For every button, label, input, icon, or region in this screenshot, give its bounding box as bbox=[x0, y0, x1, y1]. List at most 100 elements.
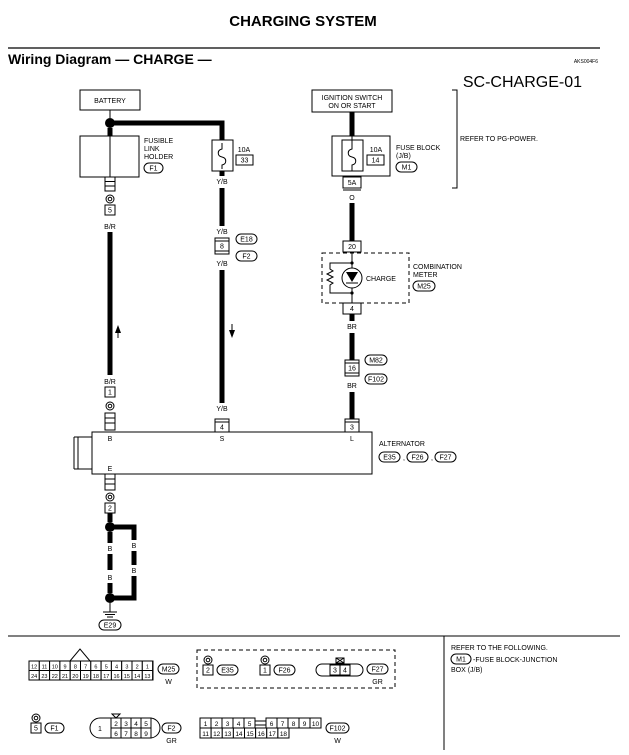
meter-label-2: METER bbox=[413, 272, 438, 279]
f2-pin-9: 9 bbox=[144, 731, 148, 738]
f102-pin-15: 15 bbox=[246, 731, 254, 738]
current-arrow-down bbox=[229, 330, 235, 338]
f102-pin-6: 6 bbox=[270, 721, 274, 728]
ignition-label-1: IGNITION SWITCH bbox=[322, 95, 383, 102]
wire-br-2: BR bbox=[347, 383, 357, 390]
refer-following-3: BOX (J/B) bbox=[451, 667, 483, 674]
f102-pin-17: 17 bbox=[269, 731, 277, 738]
m25-pin-19: 19 bbox=[83, 674, 89, 680]
power-bracket bbox=[452, 89, 458, 189]
e35-pin: 2 bbox=[206, 668, 210, 675]
f2-pin-8: 8 bbox=[134, 731, 138, 738]
diagram-id: SC-CHARGE-01 bbox=[463, 74, 582, 91]
wire-b-4: B bbox=[108, 575, 113, 582]
fuse-block-label-1: FUSE BLOCK bbox=[396, 145, 441, 152]
f27-color: GR bbox=[372, 679, 383, 686]
wire-yb-2: Y/B bbox=[216, 229, 228, 236]
f102-pin-12: 12 bbox=[213, 731, 221, 738]
alt-pin-e: E bbox=[108, 466, 113, 473]
wire-br-top: B/R bbox=[104, 224, 116, 231]
alt-conn-pin-1: 1 bbox=[108, 390, 112, 397]
f102-pin-7: 7 bbox=[281, 721, 285, 728]
m25-pin-22: 22 bbox=[52, 674, 58, 680]
battery-label: BATTERY bbox=[94, 98, 126, 105]
m25-pin-3: 3 bbox=[125, 664, 128, 670]
m25-color: W bbox=[165, 679, 172, 686]
m25-ref: M25 bbox=[162, 667, 176, 674]
m25-pin-23: 23 bbox=[41, 674, 47, 680]
fuse-33-number: 33 bbox=[241, 158, 249, 165]
f102-pin-9: 9 bbox=[303, 721, 307, 728]
refer-following-ref: M1 bbox=[456, 657, 466, 664]
meter-pin-20: 20 bbox=[348, 244, 356, 251]
m25-pin-11: 11 bbox=[42, 664, 48, 670]
page-title: CHARGING SYSTEM bbox=[229, 13, 377, 30]
m25-pin-10: 10 bbox=[52, 664, 58, 670]
f102-pin-8: 8 bbox=[292, 721, 296, 728]
m25-pin-9: 9 bbox=[64, 664, 67, 670]
f102-pin-1: 1 bbox=[204, 721, 208, 728]
alt-pin-b: B bbox=[108, 436, 113, 443]
f102-face-color: W bbox=[334, 738, 341, 745]
ground-splice-bottom bbox=[105, 593, 115, 603]
f2-pin-3: 3 bbox=[124, 721, 128, 728]
section-title: Wiring Diagram — CHARGE — bbox=[8, 51, 212, 67]
conn-ref-m82: M82 bbox=[369, 358, 383, 365]
f102-face-ref: F102 bbox=[330, 726, 346, 733]
m25-pin-4: 4 bbox=[115, 664, 118, 670]
wire-yb-1: Y/B bbox=[216, 179, 228, 186]
meter-ref: M25 bbox=[417, 284, 431, 291]
m25-pin-13: 13 bbox=[144, 674, 150, 680]
wire-b-1: B bbox=[108, 546, 113, 553]
f102-pin-18: 18 bbox=[280, 731, 288, 738]
f2-pin-6: 6 bbox=[114, 731, 118, 738]
m25-pin-14: 14 bbox=[134, 674, 140, 680]
fusible-link-label-1: FUSIBLE bbox=[144, 138, 174, 145]
fuse-block-ref: M1 bbox=[402, 165, 412, 172]
wire-yb-4: Y/B bbox=[216, 406, 228, 413]
f26-ref: F26 bbox=[278, 668, 290, 675]
e-conn-pin-2: 2 bbox=[108, 506, 112, 513]
m25-pin-2: 2 bbox=[136, 664, 139, 670]
e35-ref: E35 bbox=[221, 668, 234, 675]
f2-pin-5: 5 bbox=[144, 721, 148, 728]
connector-group-dashed bbox=[196, 649, 396, 689]
m25-pin-6: 6 bbox=[94, 664, 97, 670]
conn-pin-16: 16 bbox=[348, 366, 356, 373]
fusible-link-label-2: LINK bbox=[144, 146, 160, 153]
wire-yb-3: Y/B bbox=[216, 261, 228, 268]
f27-pin-1: 3 bbox=[333, 668, 337, 675]
wire-b-3: B bbox=[132, 568, 137, 575]
f102-pin-10: 10 bbox=[312, 721, 320, 728]
current-arrow-up bbox=[115, 325, 121, 333]
ground-ref-e29: E29 bbox=[104, 623, 117, 630]
f102-pin-4: 4 bbox=[237, 721, 241, 728]
f27-ref: F27 bbox=[371, 667, 383, 674]
svg-text:,: , bbox=[403, 455, 405, 462]
refer-following-1: REFER TO THE FOLLOWING. bbox=[451, 645, 548, 652]
alt-ref-e35: E35 bbox=[383, 455, 396, 462]
ignition-label-2: ON OR START bbox=[328, 103, 376, 110]
svg-text:,: , bbox=[431, 455, 433, 462]
fuse-block-label-2: (J/B) bbox=[396, 153, 411, 160]
doc-code: AKS004F6 bbox=[574, 59, 598, 65]
f102-pin-13: 13 bbox=[224, 731, 232, 738]
alternator bbox=[91, 431, 373, 475]
f102-pin-16: 16 bbox=[258, 731, 266, 738]
m25-pin-18: 18 bbox=[93, 674, 99, 680]
meter-label-1: COMBINATION bbox=[413, 264, 462, 271]
f102-pin-11: 11 bbox=[202, 731, 209, 738]
alt-pin-l-num: 3 bbox=[350, 425, 354, 432]
refer-following-2: -FUSE BLOCK-JUNCTION bbox=[473, 657, 557, 664]
f1-face-ref: F1 bbox=[50, 726, 58, 733]
f2-pin-2: 2 bbox=[114, 721, 118, 728]
wire-b-2: B bbox=[132, 543, 137, 550]
combination-meter bbox=[321, 252, 410, 304]
alt-pin-l: L bbox=[350, 436, 354, 443]
f102-pin-5: 5 bbox=[248, 721, 252, 728]
alt-ref-f26: F26 bbox=[411, 455, 423, 462]
fuse-14-rating: 10A bbox=[370, 147, 383, 154]
